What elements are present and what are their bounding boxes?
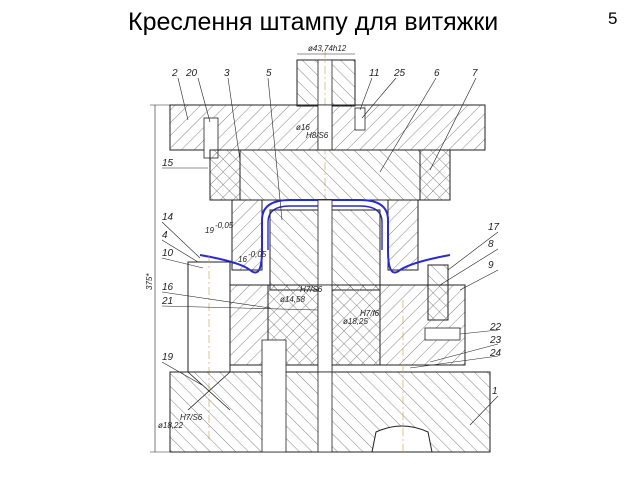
part-label: 16 <box>162 282 174 293</box>
dim-w16: 16 <box>238 255 247 264</box>
part-label: 25 <box>393 68 406 79</box>
part-label: 21 <box>161 296 173 307</box>
part-label: 2 <box>171 68 178 79</box>
part-label: 22 <box>489 322 502 333</box>
dim-w19-tol: -0,05 <box>215 221 234 230</box>
part-label: 5 <box>266 68 272 79</box>
part-label: 1 <box>492 386 498 397</box>
dim-top: ø43,74h12 <box>308 44 347 53</box>
top-plate <box>169 104 486 159</box>
part-label: 14 <box>162 212 174 223</box>
part-label: 7 <box>472 68 478 79</box>
height-dimension: 375* <box>145 104 170 453</box>
dim-d16-tol: H8/S6 <box>306 131 329 140</box>
part-label: 17 <box>488 222 500 233</box>
leader-lines <box>161 77 499 426</box>
part-label: 8 <box>488 239 494 250</box>
dim-d16: ø16 <box>296 123 310 132</box>
dim-d18-tol: H7/f6 <box>360 309 380 318</box>
base-plate <box>169 300 491 453</box>
part-label: 23 <box>489 335 502 346</box>
die-plate <box>199 264 466 376</box>
part-label: 3 <box>224 68 230 79</box>
dim-d14-tol: H7/S6 <box>300 285 323 294</box>
page-number: 5 <box>608 9 618 28</box>
part-label: 20 <box>185 68 198 79</box>
dim-height: 375* <box>145 273 154 290</box>
part-label: 4 <box>162 230 168 241</box>
top-dimension: ø43,74h12 <box>297 44 355 55</box>
punch-holder <box>209 149 451 201</box>
dim-d14: ø14,58 <box>280 295 305 304</box>
dim-d18b-tol: H7/S6 <box>180 413 203 422</box>
page-title: Креслення штампу для витяжки <box>128 8 499 36</box>
part-number-labels: 2 20 3 5 11 25 6 7 15 14 4 10 16 21 19 1… <box>161 68 502 397</box>
part-label: 11 <box>369 68 379 79</box>
part-label: 6 <box>434 68 440 79</box>
part-label: 15 <box>162 158 174 169</box>
dim-w19: 19 <box>205 226 214 235</box>
part-label: 24 <box>489 348 502 359</box>
part-label: 19 <box>162 352 174 363</box>
dim-d18b: ø18,22 <box>158 421 183 430</box>
part-label: 10 <box>162 248 174 259</box>
dimension-labels: ø16 H8/S6 19 -0,05 16 -0,05 ø14,58 H7/S6… <box>158 123 380 430</box>
dim-d18: ø18,25 <box>343 317 368 326</box>
guide-pillar <box>187 255 231 440</box>
die-walls <box>231 199 419 271</box>
part-label: 9 <box>488 260 494 271</box>
dim-w16-tol: -0,05 <box>248 250 267 259</box>
